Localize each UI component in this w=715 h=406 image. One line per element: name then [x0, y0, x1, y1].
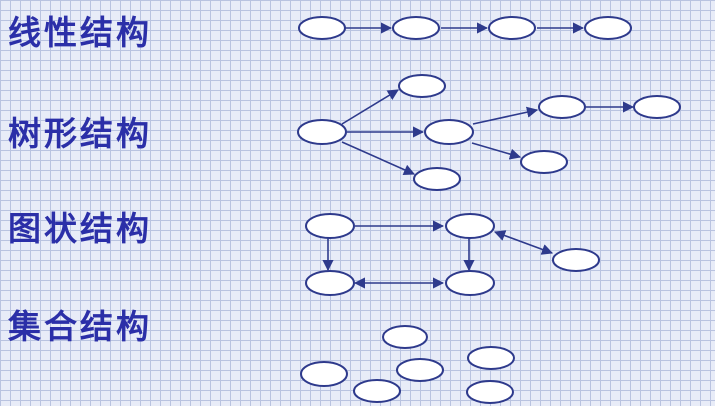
tree-edge-mid-upper [472, 106, 539, 125]
tree-lower-node [520, 150, 568, 174]
set-node-3 [300, 361, 348, 387]
tree-edge-root-bottom [341, 141, 416, 176]
label-set-structure: 集合结构 [8, 307, 152, 346]
set-structure [300, 325, 515, 404]
linear-structure [298, 16, 632, 40]
tree-bottom-node [413, 167, 461, 191]
tree-root-node [297, 119, 347, 145]
graph-edge-diagonal [493, 230, 554, 255]
graph-node-top-right [445, 213, 495, 239]
tree-mid-node [424, 119, 474, 145]
graph-node-side [552, 248, 600, 272]
tree-top-node [398, 74, 446, 98]
graph-structure [305, 213, 600, 296]
label-linear-structure: 线性结构 [8, 13, 152, 52]
set-node-5 [353, 379, 401, 403]
tree-edge-mid-lower [471, 142, 522, 160]
set-node-4 [396, 358, 444, 382]
graph-node-top-left [305, 213, 355, 239]
set-node-6 [466, 380, 514, 404]
graph-node-bottom-right [445, 270, 495, 296]
linear-node-4 [584, 16, 632, 40]
set-node-2 [467, 346, 515, 370]
tree-structure [297, 74, 681, 191]
tree-edge-root-top [341, 89, 399, 125]
set-node-1 [382, 325, 428, 349]
label-graph-structure: 图状结构 [8, 209, 152, 248]
linear-node-2 [392, 16, 440, 40]
linear-node-1 [298, 16, 346, 40]
tree-upper-right-node [633, 95, 681, 119]
label-tree-structure: 树形结构 [8, 114, 152, 153]
linear-node-3 [488, 16, 536, 40]
tree-upper-node [538, 95, 586, 119]
graph-node-bottom-left [305, 270, 355, 296]
